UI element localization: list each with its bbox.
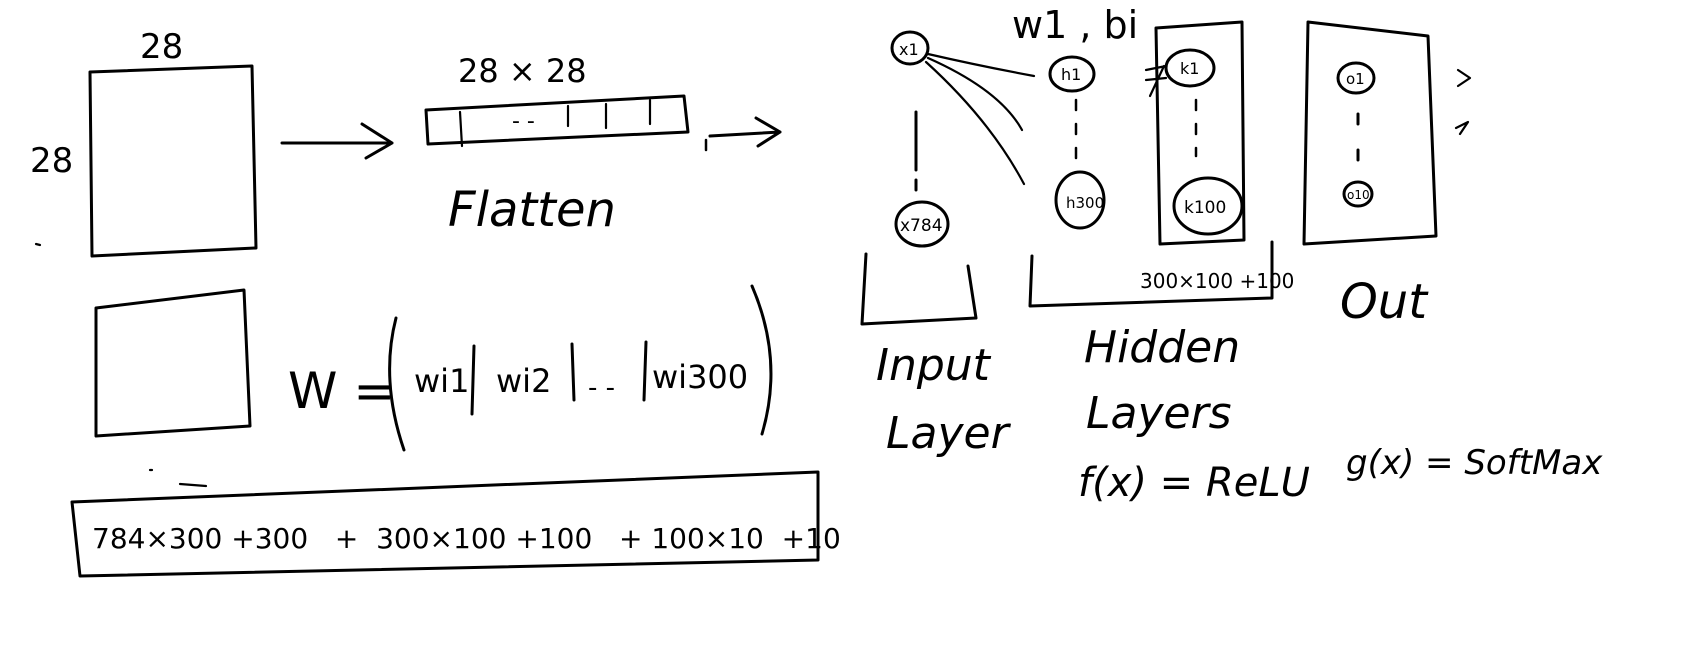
node-x784 [894, 200, 950, 248]
flatten-size-label: 28 × 28 [458, 52, 587, 90]
input-layer-caption-2: Layer [886, 408, 1012, 459]
node-x1 [890, 30, 930, 66]
param-formula: 784×300 +300 + 300×100 +100 + 100×10 +10 [92, 522, 841, 555]
hidden-caption-1: Hidden [1084, 322, 1240, 373]
right-paren [750, 284, 773, 436]
col-divider-1 [470, 344, 476, 416]
node-o10-label: o10 [1347, 188, 1370, 202]
hidden2-column [1154, 20, 1246, 246]
image-square [88, 64, 258, 258]
node-h1 [1048, 55, 1096, 93]
arrow-to-flatten [280, 122, 394, 160]
weights-col-3: - - [588, 373, 615, 403]
flatten-group: 28 × 28 - - Flatten [424, 52, 690, 238]
hidden-params-label: 300×100 +100 [1140, 269, 1294, 293]
flatten-vector [424, 94, 690, 146]
node-h300 [1054, 170, 1106, 230]
hidden-layers-box [1028, 240, 1274, 308]
stray-dots [148, 468, 208, 488]
param-count-group: 784×300 +300 + 300×100 +100 + 100×10 +10 [70, 468, 841, 578]
node-o10 [1342, 180, 1374, 208]
input-layer: x1 x784 Input Layer [860, 30, 1012, 459]
weights-col-1: wi1 [414, 362, 469, 400]
output-arrow-2 [1454, 120, 1470, 136]
flatten-dividers [458, 98, 652, 148]
left-paren [388, 316, 406, 452]
weights-col-4: wi300 [652, 358, 748, 396]
node-h300-label: h300 [1066, 194, 1104, 212]
node-x1-label: x1 [899, 40, 919, 59]
node-k100 [1172, 176, 1244, 236]
node-k100-label: k100 [1184, 198, 1226, 218]
output-activation: g(x) = SoftMax [1346, 443, 1603, 483]
col-divider-3 [642, 340, 648, 402]
input-layer-caption-1: Input [876, 340, 992, 391]
col-divider-2 [570, 342, 576, 402]
flatten-caption: Flatten [448, 182, 616, 238]
weights-matrix-label: W = [288, 362, 395, 420]
output-layer: o1 o10 Out g(x) = SoftMax [1302, 20, 1603, 483]
input-layer-box [860, 252, 978, 326]
node-o1 [1336, 61, 1376, 95]
output-column [1302, 20, 1438, 246]
edge-marks [1144, 64, 1168, 98]
hidden-layers: w1 , bi h1 h300 k1 k100 300×100 +100 Hid… [1012, 3, 1310, 506]
param-box [70, 470, 820, 578]
hidden-caption-2: Layers [1086, 388, 1232, 439]
flatten-dots: - - [512, 109, 535, 134]
hidden-activation: f(x) = ReLU [1078, 460, 1310, 506]
stray-mark [34, 242, 42, 247]
weights-square [94, 288, 252, 438]
node-o1-label: o1 [1346, 70, 1365, 88]
node-k1-label: k1 [1180, 59, 1199, 78]
weights-col-2: wi2 [496, 362, 551, 400]
edges-x1 [924, 52, 1036, 186]
input-image-group: 28 28 [30, 27, 258, 258]
node-x784-label: x784 [900, 216, 943, 236]
weights-bias-label: w1 , bi [1012, 3, 1138, 47]
node-h1-label: h1 [1061, 65, 1081, 84]
image-height-label: 28 [30, 141, 73, 181]
output-arrow-1 [1456, 68, 1472, 88]
weights-group: W = wi1 wi2 - - wi300 [94, 284, 773, 452]
output-caption: Out [1340, 274, 1429, 330]
node-k1 [1164, 48, 1216, 88]
image-width-label: 28 [140, 27, 183, 67]
arrow-to-network [708, 116, 782, 148]
